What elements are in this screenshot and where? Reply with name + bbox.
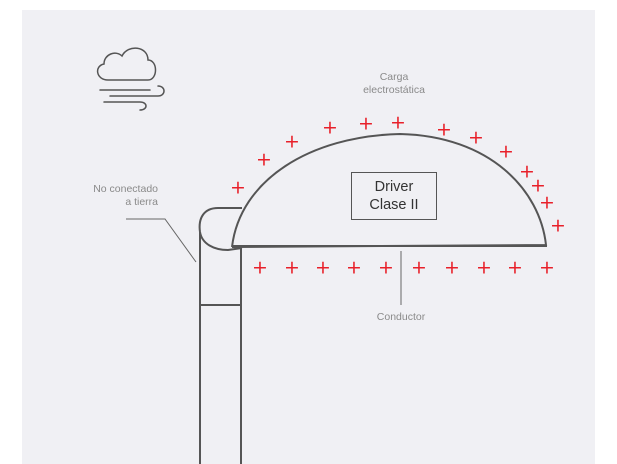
- charge-plus-dome: +: [358, 113, 374, 135]
- charge-plus-conductor: +: [378, 257, 394, 279]
- charge-plus-dome: +: [256, 149, 272, 171]
- ungrounded-leader: [126, 218, 197, 263]
- charge-plus-dome: +: [550, 215, 566, 237]
- charge-plus-conductor: +: [476, 257, 492, 279]
- charge-plus-dome: +: [519, 161, 535, 183]
- charge-plus-conductor: +: [444, 257, 460, 279]
- charge-plus-dome: +: [539, 192, 555, 214]
- charge-plus-conductor: +: [411, 257, 427, 279]
- ungrounded-label-line1: No conectado: [93, 183, 158, 195]
- charge-plus-dome: +: [390, 112, 406, 134]
- cloud-wind-icon: [96, 47, 165, 111]
- charge-plus-conductor: +: [284, 257, 300, 279]
- charge-label-line2: electrostática: [363, 84, 425, 96]
- ungrounded-label: No conectado a tierra: [58, 183, 158, 209]
- charge-plus-dome: +: [530, 175, 546, 197]
- charge-plus-dome: +: [468, 127, 484, 149]
- charge-label: Carga electrostática: [344, 71, 444, 97]
- charge-label-line1: Carga: [379, 71, 409, 83]
- charge-plus-dome: +: [230, 177, 246, 199]
- driver-line1: Driver: [374, 179, 414, 195]
- lamp-head-dome: [231, 132, 548, 248]
- charge-plus-conductor: +: [252, 257, 268, 279]
- charge-plus-dome: +: [322, 117, 338, 139]
- charge-plus-dome: +: [284, 131, 300, 153]
- ungrounded-label-line2: a tierra: [125, 196, 158, 208]
- conductor-label-text: Conductor: [376, 311, 426, 323]
- charge-plus-conductor: +: [346, 257, 362, 279]
- charge-plus-conductor: +: [507, 257, 523, 279]
- charge-plus-conductor: +: [315, 257, 331, 279]
- charge-plus-conductor: +: [539, 257, 555, 279]
- electrostatic-charges: +++++++++++++++++++++++: [230, 112, 566, 279]
- charge-plus-dome: +: [436, 119, 452, 141]
- driver-box: Driver Clase II: [351, 172, 437, 220]
- driver-line2: Clase II: [369, 197, 419, 213]
- charge-plus-dome: +: [498, 141, 514, 163]
- diagram-panel: [22, 10, 595, 464]
- conductor-label: Conductor: [351, 311, 451, 324]
